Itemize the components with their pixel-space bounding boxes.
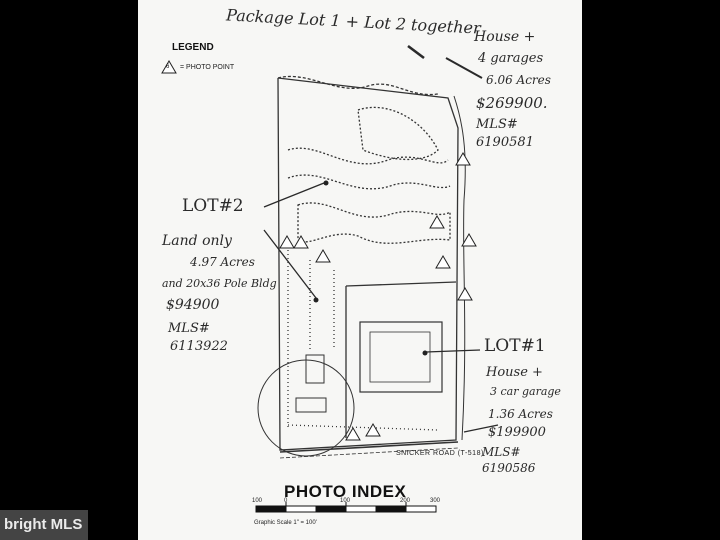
photo-point [315, 249, 331, 263]
lot2-acres: 4.97 Acres [190, 255, 255, 269]
lot1-marker [422, 350, 428, 356]
tree-cluster-2 [357, 106, 439, 161]
photo-point [365, 423, 381, 437]
lot2-marker [323, 180, 329, 186]
tree-line-top [277, 75, 439, 96]
property-boundary [277, 77, 459, 451]
lot-division [345, 281, 457, 287]
lot1-line1: House + [486, 365, 543, 380]
photo-point [461, 233, 477, 247]
lot1-mls-number: 6190586 [482, 461, 536, 475]
graphic-scale [255, 502, 437, 513]
combined-line1: House + [474, 29, 536, 45]
lot2-line1: Land only [162, 233, 232, 249]
combined-price: $269900. [476, 94, 548, 112]
lot1-line2: 3 car garage [490, 385, 561, 398]
site-plan-drawing [161, 44, 499, 513]
house-footprint [359, 321, 443, 393]
tree-line-mid2 [287, 174, 451, 190]
combined-mls-label: MLS# [476, 117, 518, 132]
combined-line2: 4 garages [478, 51, 544, 66]
combined-acres: 6.06 Acres [486, 73, 551, 87]
garage-footprint [305, 354, 325, 384]
road-edge [279, 441, 459, 453]
bright-mls-watermark: bright MLS [0, 510, 88, 540]
site-plan-page: LEGEND 6 = PHOTO POINT Package Lot 1 + L… [138, 0, 582, 540]
combined-mls-number: 6190581 [476, 135, 534, 150]
scale-tick: 100 [252, 498, 263, 504]
lot1-price: $199900 [488, 425, 546, 440]
photo-point [455, 152, 471, 166]
page-title: PHOTO INDEX [284, 482, 407, 501]
lot2-mls-label: MLS# [168, 321, 210, 336]
lot2-line3: and 20x36 Pole Bldg [162, 277, 277, 290]
road-label: SNICKER ROAD (T-518) [396, 450, 484, 457]
photo-point [457, 287, 473, 301]
legend-description: = PHOTO POINT [180, 64, 235, 71]
lot1-acres: 1.36 Acres [488, 407, 553, 421]
tree-line-mid [287, 147, 449, 165]
scale-tick: 100 [340, 498, 351, 504]
photo-point [345, 427, 361, 441]
legend-photo-point [161, 60, 177, 74]
photo-point [429, 215, 445, 229]
detail-circle [257, 359, 355, 457]
lot2-parcel-marker [313, 297, 319, 303]
lot1-mls-label: MLS# [482, 445, 521, 459]
legend-title: LEGEND [172, 42, 214, 53]
photo-point [279, 235, 295, 249]
scale-tick: 0 [284, 498, 288, 504]
lot1-label: LOT#1 [484, 336, 546, 356]
lot2-label: LOT#2 [182, 196, 244, 216]
tree-cluster-1 [297, 202, 451, 244]
scale-tick: 200 [400, 498, 411, 504]
scale-label: Graphic Scale 1" = 100' [254, 520, 317, 526]
legend-symbol: 6 [166, 64, 170, 70]
lot2-price: $94900 [166, 297, 220, 313]
scale-tick: 300 [430, 498, 441, 504]
lot2-mls-number: 6113922 [170, 339, 228, 354]
photo-point [293, 235, 309, 249]
photo-point [435, 255, 451, 269]
